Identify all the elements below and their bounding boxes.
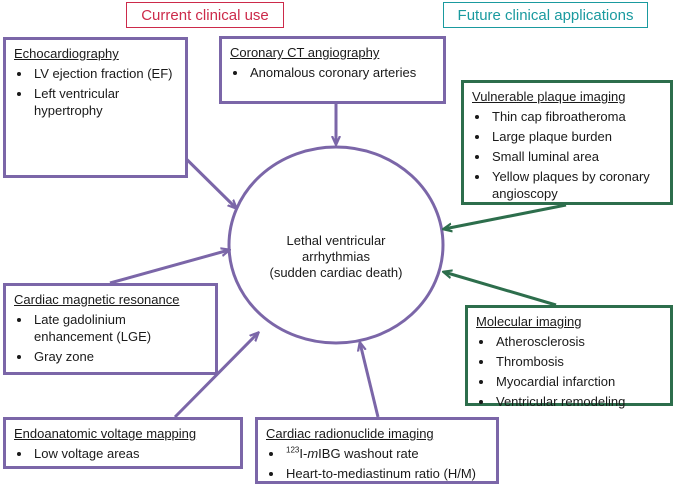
list-item: Thrombosis bbox=[476, 353, 662, 370]
box-title: Echocardiography bbox=[14, 46, 119, 61]
center-label: Lethal ventricular arrhythmias (sudden c… bbox=[236, 233, 436, 281]
legend-current-clinical-use: Current clinical use bbox=[126, 2, 284, 28]
box-echocardiography: Echocardiography LV ejection fraction (E… bbox=[3, 37, 188, 178]
box-endoanatomic-voltage-mapping: Endoanatomic voltage mapping Low voltage… bbox=[3, 417, 243, 469]
box-cardiac-magnetic-resonance: Cardiac magnetic resonance Late gadolini… bbox=[3, 283, 218, 375]
arrow-vuln bbox=[444, 203, 567, 229]
box-vulnerable-plaque-imaging: Vulnerable plaque imaging Thin cap fibro… bbox=[461, 80, 673, 205]
list-item: Yellow plaques by coronary angioscopy bbox=[472, 168, 662, 202]
box-title: Molecular imaging bbox=[476, 314, 582, 329]
arrow-endo bbox=[173, 333, 258, 419]
list-item: Anomalous coronary arteries bbox=[230, 64, 435, 81]
list-item: Large plaque burden bbox=[472, 128, 662, 145]
box-title: Coronary CT angiography bbox=[230, 45, 380, 60]
legend-future-clinical-applications: Future clinical applications bbox=[443, 2, 648, 28]
box-title: Endoanatomic voltage mapping bbox=[14, 426, 197, 441]
arrow-cmr bbox=[109, 250, 229, 285]
isotope-italic: m bbox=[307, 446, 319, 461]
list-item: 123I-mIBG washout rate bbox=[266, 445, 488, 462]
center-line-3: (sudden cardiac death) bbox=[269, 265, 403, 280]
arrow-mol bbox=[444, 272, 557, 307]
list-item: Thin cap fibroatheroma bbox=[472, 108, 662, 125]
box-title: Cardiac radionuclide imaging bbox=[266, 426, 434, 441]
list-item: Small luminal area bbox=[472, 148, 662, 165]
box-molecular-imaging: Molecular imaging Atherosclerosis Thromb… bbox=[465, 305, 673, 409]
isotope-prefix: I- bbox=[299, 446, 308, 461]
center-line-1: Lethal ventricular bbox=[286, 233, 386, 248]
list-item: Low voltage areas bbox=[14, 445, 232, 462]
box-title: Cardiac magnetic resonance bbox=[14, 292, 180, 307]
center-line-2: arrhythmias bbox=[302, 249, 370, 264]
list-item: Gray zone bbox=[14, 348, 207, 365]
box-coronary-ct-angiography: Coronary CT angiography Anomalous corona… bbox=[219, 36, 446, 104]
list-item: Heart-to-mediastinum ratio (H/M) bbox=[266, 465, 488, 482]
arrow-radio bbox=[360, 343, 380, 418]
list-item: Late gadolinium enhancement (LGE) bbox=[14, 311, 207, 345]
center-ellipse bbox=[227, 145, 445, 345]
isotope-suffix: IBG washout rate bbox=[318, 446, 419, 461]
box-title: Vulnerable plaque imaging bbox=[472, 89, 626, 104]
list-item: Left ventricular hypertrophy bbox=[14, 85, 177, 119]
isotope-superscript: 123 bbox=[286, 445, 300, 455]
list-item: Myocardial infarction bbox=[476, 373, 662, 390]
list-item: Atherosclerosis bbox=[476, 333, 662, 350]
list-item: Ventricular remodeling bbox=[476, 393, 662, 410]
box-cardiac-radionuclide-imaging: Cardiac radionuclide imaging 123I-mIBG w… bbox=[255, 417, 499, 484]
list-item: LV ejection fraction (EF) bbox=[14, 65, 177, 82]
